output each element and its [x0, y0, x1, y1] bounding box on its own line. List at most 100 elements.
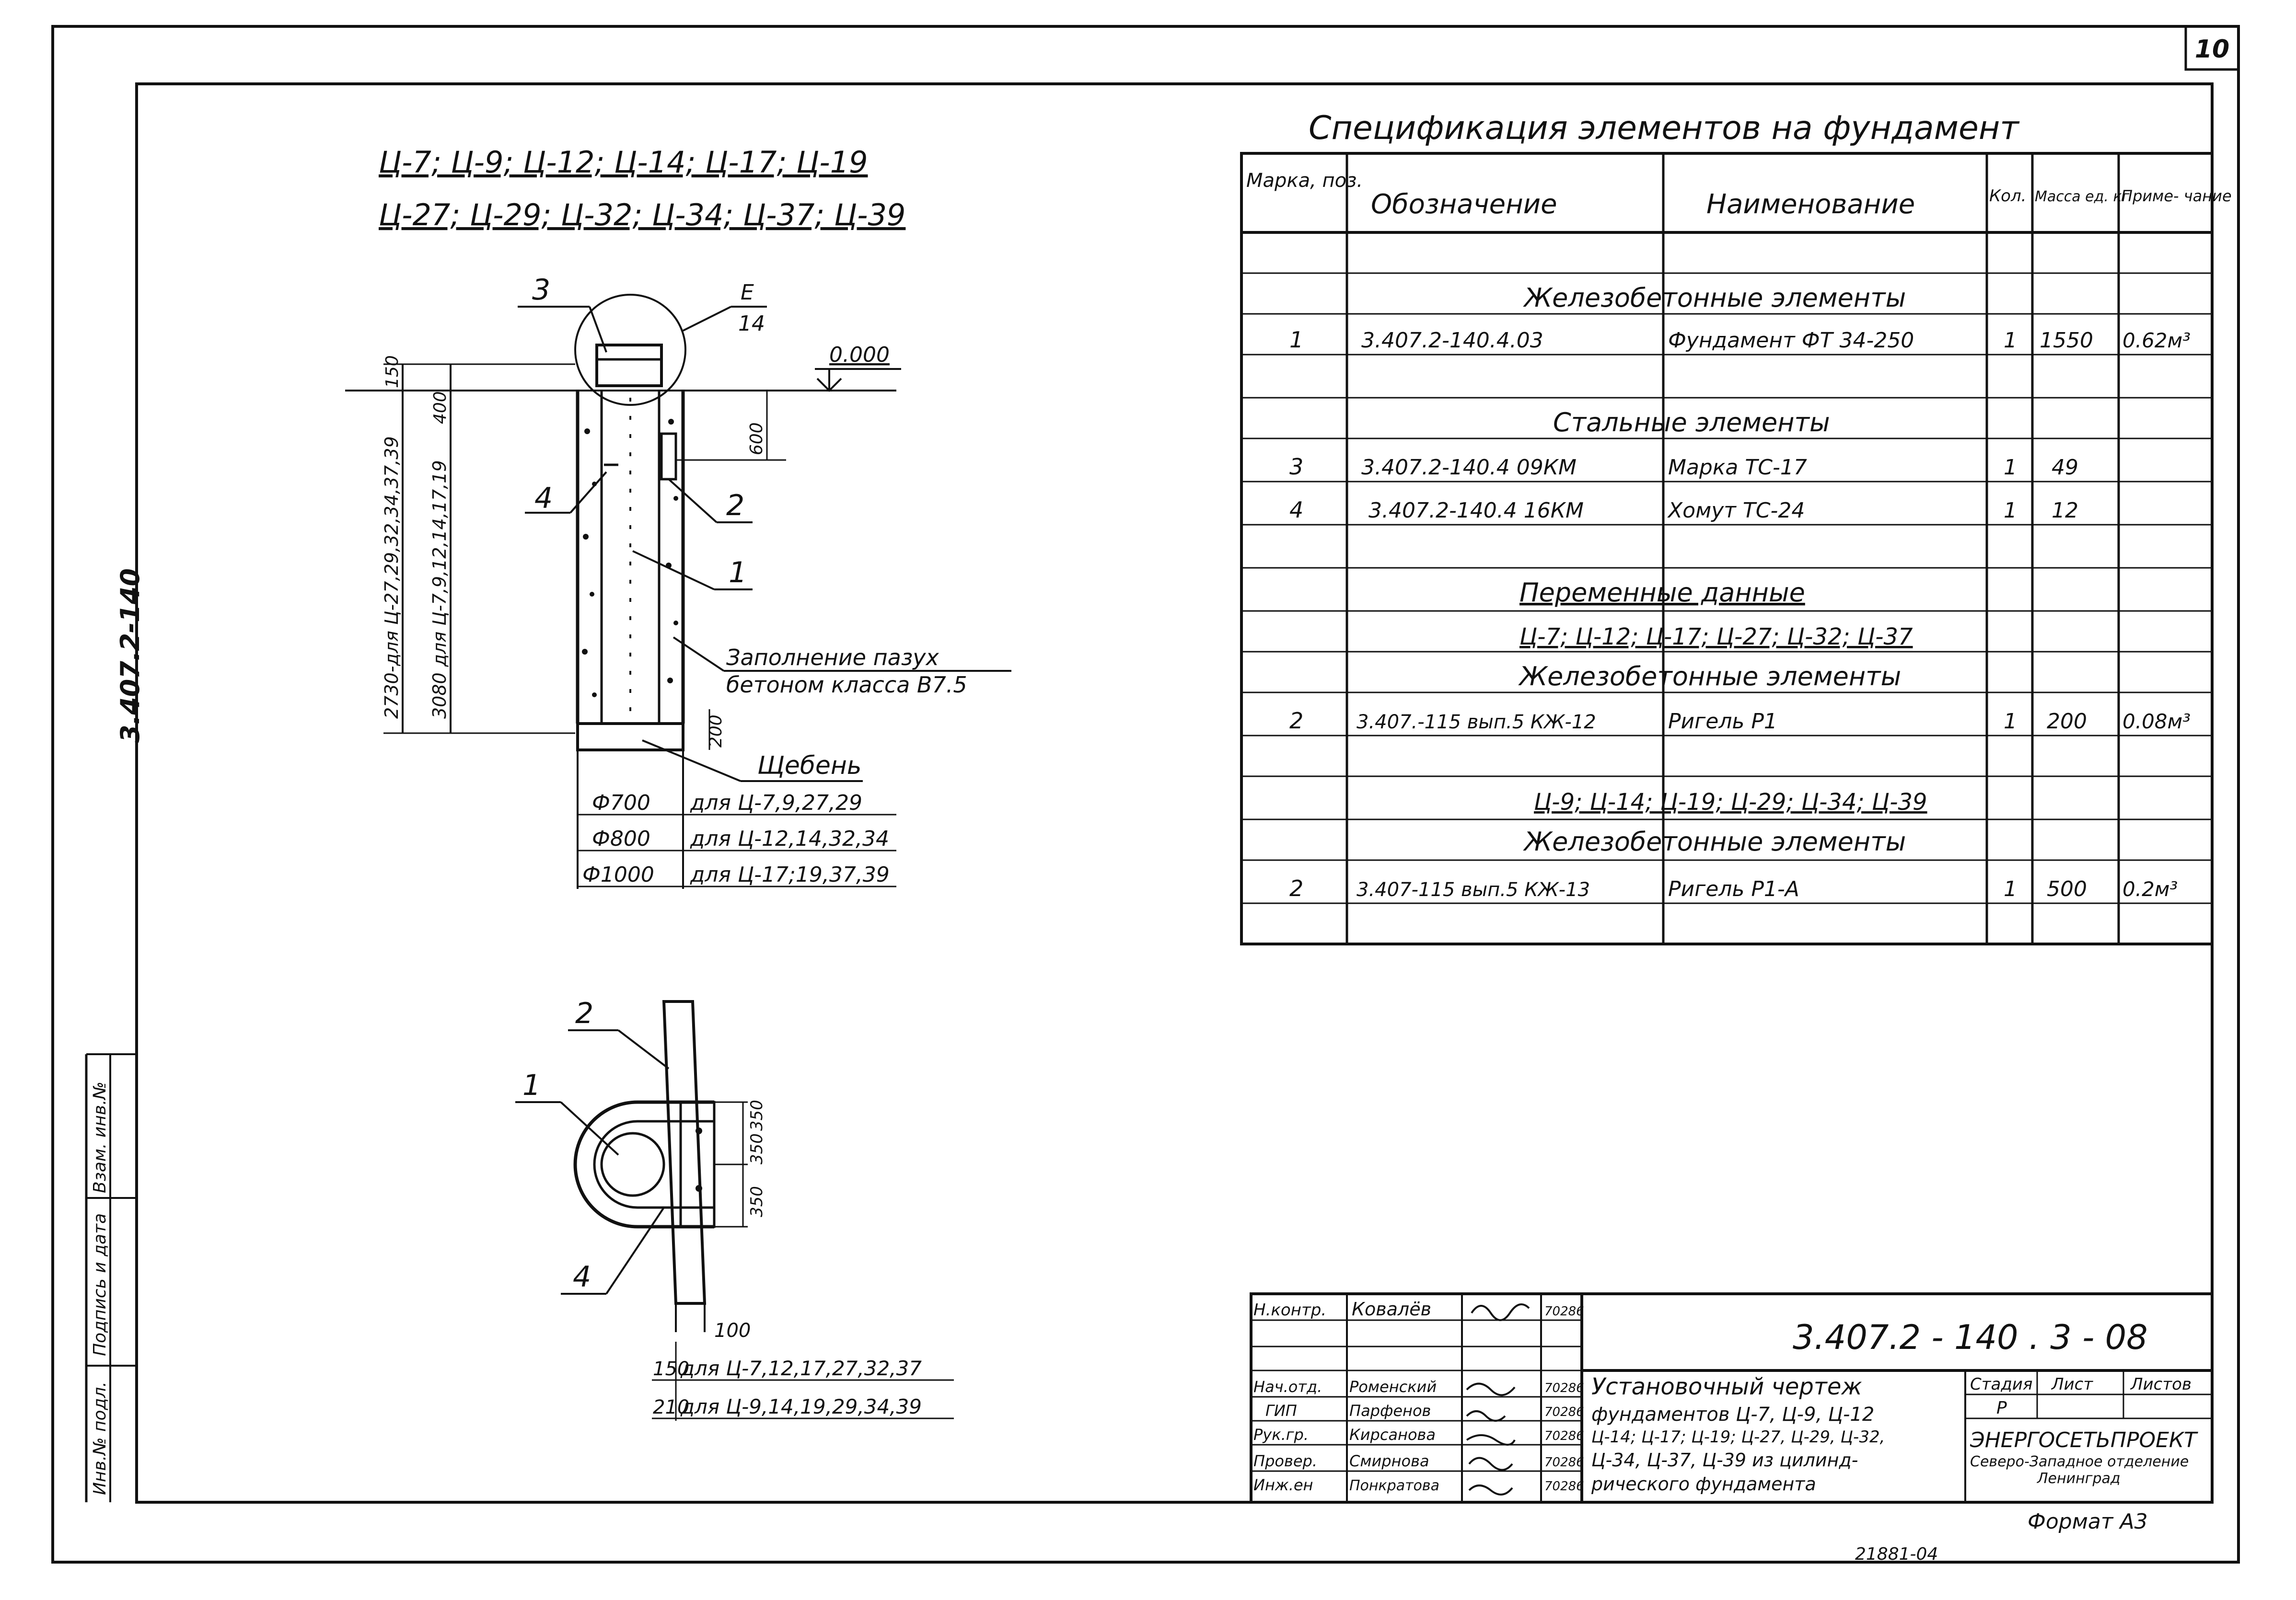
name-group-lead: Кирсанова — [1349, 1426, 1436, 1444]
plan-callout-1: 1 — [522, 1069, 541, 1102]
stamp-inventory-number: Инв.№ подл. — [90, 1381, 110, 1495]
date-4: 70286 — [1544, 1429, 1584, 1443]
spec-title: Спецификация элементов на фундамент — [1309, 109, 2020, 147]
spec-table: Марка, поз. Обозначение Наименование Кол… — [1240, 152, 2232, 945]
spec-group-reinforced-3: Железобетонные элементы — [1523, 827, 1906, 857]
plan-dim-350-a: 350 — [747, 1100, 766, 1131]
fill-note-line-2: бетоном класса В7.5 — [726, 672, 967, 698]
title-block: 3.407.2 - 140 . 3 - 08 Стадия Лист Листо… — [1250, 1292, 2214, 1504]
doc-code: 3.407.2 - 140 . 3 - 08 — [1793, 1318, 2148, 1357]
spec-row-note: 0.08м³ — [2122, 710, 2191, 733]
date-2: 70286 — [1544, 1381, 1584, 1395]
plan-callout-4: 4 — [573, 1260, 591, 1294]
outer-frame — [51, 25, 2240, 1564]
sheet-number-box — [2184, 25, 2240, 71]
sheets-label: Листов — [2130, 1375, 2192, 1394]
level-mark: 0.000 — [829, 343, 890, 367]
spec-group-variable-series-1: Ц-7; Ц-12; Ц-17; Ц-27; Ц-32; Ц-37 — [1519, 623, 1913, 650]
plan-row-210-text: для Ц-9,14,19,29,34,39 — [680, 1395, 922, 1418]
spec-row-pos: 3 — [1289, 454, 1303, 480]
spec-row-mass: 12 — [2052, 498, 2078, 523]
spec-row-pos: 2 — [1289, 708, 1303, 734]
plan-drawing: 350 350 350 2 1 4 100 150 для Ц-7,12,17,… — [515, 997, 954, 1421]
stage-label: Стадия — [1970, 1375, 2032, 1394]
gravel-note: Щебень — [757, 751, 862, 780]
dim-200: 200 — [706, 714, 726, 748]
spec-row-note: 0.62м³ — [2122, 329, 2191, 352]
date-3: 70286 — [1544, 1405, 1584, 1419]
role-group-lead: Рук.гр. — [1253, 1426, 1309, 1444]
spec-header-code: Обозначение — [1371, 189, 1557, 220]
spec-row-qty: 1 — [2004, 498, 2017, 523]
fill-note-line-1: Заполнение пазух — [726, 645, 939, 670]
name-chief-engineer: Парфенов — [1349, 1402, 1431, 1420]
detail-mark-bottom: 14 — [738, 311, 765, 336]
role-norm-control: Н.контр. — [1253, 1301, 1326, 1320]
plan-dim-350-c: 350 — [747, 1186, 766, 1217]
plan-callout-2: 2 — [575, 997, 593, 1030]
format-label: Формат А3 — [2028, 1509, 2148, 1534]
callout-3: 3 — [532, 273, 550, 307]
spec-header-qty: Кол. — [1989, 186, 2026, 206]
section-drawing: 150 400 2730-для Ц-27,29,32,34,37,39 308… — [345, 273, 1011, 889]
spec-row-3: 3 3.407.2-140.4 09КМ Марка ТС-17 1 49 — [1289, 454, 2078, 480]
spec-group-reinforced-2: Железобетонные элементы — [1518, 661, 1901, 691]
diameter-700: Ф700 — [592, 791, 650, 815]
name-norm-control: Ковалёв — [1352, 1299, 1431, 1320]
doc-title-line-3: Ц-14; Ц-17; Ц-19; Ц-27, Ц-29, Ц-32, — [1591, 1427, 1885, 1447]
spec-row-pos: 4 — [1289, 497, 1303, 523]
spec-header-mass: Масса ед. кг — [2035, 188, 2130, 205]
spec-header-note: Приме- чание — [2121, 187, 2232, 205]
spec-row-mass: 1550 — [2040, 328, 2093, 353]
date-6: 70286 — [1544, 1479, 1584, 1494]
diameter-700-series: для Ц-7,9,27,29 — [690, 791, 862, 815]
spec-row-code: 3.407-115 вып.5 КЖ-13 — [1357, 879, 1590, 901]
name-dept-head: Роменский — [1349, 1378, 1437, 1396]
org-line-2: Северо-Западное отделение — [1970, 1453, 2189, 1470]
spec-row-pos: 2 — [1289, 875, 1303, 901]
spec-group-reinforced-1: Железобетонные элементы — [1523, 283, 1906, 313]
dim-3080: 3080 для Ц-7,9,12,14,17,19 — [429, 460, 450, 719]
spec-row-name: Ригель Р1 — [1668, 709, 1777, 734]
date-5: 70286 — [1544, 1455, 1584, 1470]
role-dept-head: Нач.отд. — [1253, 1378, 1322, 1396]
doc-title-line-1: Установочный чертеж — [1591, 1373, 1862, 1400]
spec-header-name: Наименование — [1706, 189, 1915, 220]
stage-value: Р — [1996, 1398, 2007, 1418]
spec-row-4: 4 3.407.2-140.4 16КМ Хомут ТС-24 1 12 — [1289, 497, 2078, 523]
org-line-1: ЭНЕРГОСЕТЬПРОЕКТ — [1970, 1428, 2198, 1452]
spec-row-mass: 200 — [2047, 709, 2087, 734]
dim-150: 150 — [383, 355, 402, 388]
spec-header-pos: Марка, поз. — [1246, 170, 1363, 192]
side-stamp: Инв.№ подл. Подпись и дата Взам. инв.№ — [85, 1053, 137, 1502]
spec-row-qty: 1 — [2004, 877, 2017, 901]
org-line-3: Ленинград — [2037, 1470, 2121, 1487]
spec-row-name: Ригель Р1-А — [1668, 877, 1799, 901]
spec-group-variable: Переменные данные — [1519, 577, 1805, 608]
date-1: 70286 — [1544, 1304, 1584, 1319]
detail-mark-top: Е — [741, 280, 754, 305]
plan-row-210-dim: 210 — [653, 1396, 689, 1418]
spec-row-qty: 1 — [2004, 455, 2017, 480]
spec-row-qty: 1 — [2004, 709, 2017, 734]
plan-row-150-dim: 150 — [653, 1358, 689, 1380]
doc-title-line-4: Ц-34, Ц-37, Ц-39 из цилинд- — [1591, 1450, 1858, 1471]
diameter-1000: Ф1000 — [582, 863, 654, 887]
dim-2730: 2730-для Ц-27,29,32,34,37,39 — [381, 436, 402, 719]
spec-row-code: 3.407.2-140.4.03 — [1361, 328, 1543, 353]
doc-title-line-2: фундаментов Ц-7, Ц-9, Ц-12 — [1591, 1404, 1874, 1426]
spec-group-steel: Стальные элементы — [1553, 407, 1830, 437]
side-code: 3.407.2-140 — [115, 568, 145, 743]
sheet-number: 10 — [2195, 35, 2229, 64]
plan-dim-350-b: 350 — [747, 1133, 766, 1164]
spec-row-pos: 1 — [1289, 327, 1303, 353]
spec-row-code: 3.407.-115 вып.5 КЖ-12 — [1357, 711, 1596, 733]
signatures — [1466, 1303, 1530, 1496]
spec-row-2a: 2 3.407.-115 вып.5 КЖ-12 Ригель Р1 1 200… — [1289, 708, 2191, 734]
dim-400: 400 — [430, 391, 450, 424]
spec-row-code: 3.407.2-140.4 09КМ — [1361, 455, 1577, 480]
doc-title-line-5: рического фундамента — [1591, 1473, 1816, 1495]
name-checked: Смирнова — [1349, 1452, 1429, 1470]
